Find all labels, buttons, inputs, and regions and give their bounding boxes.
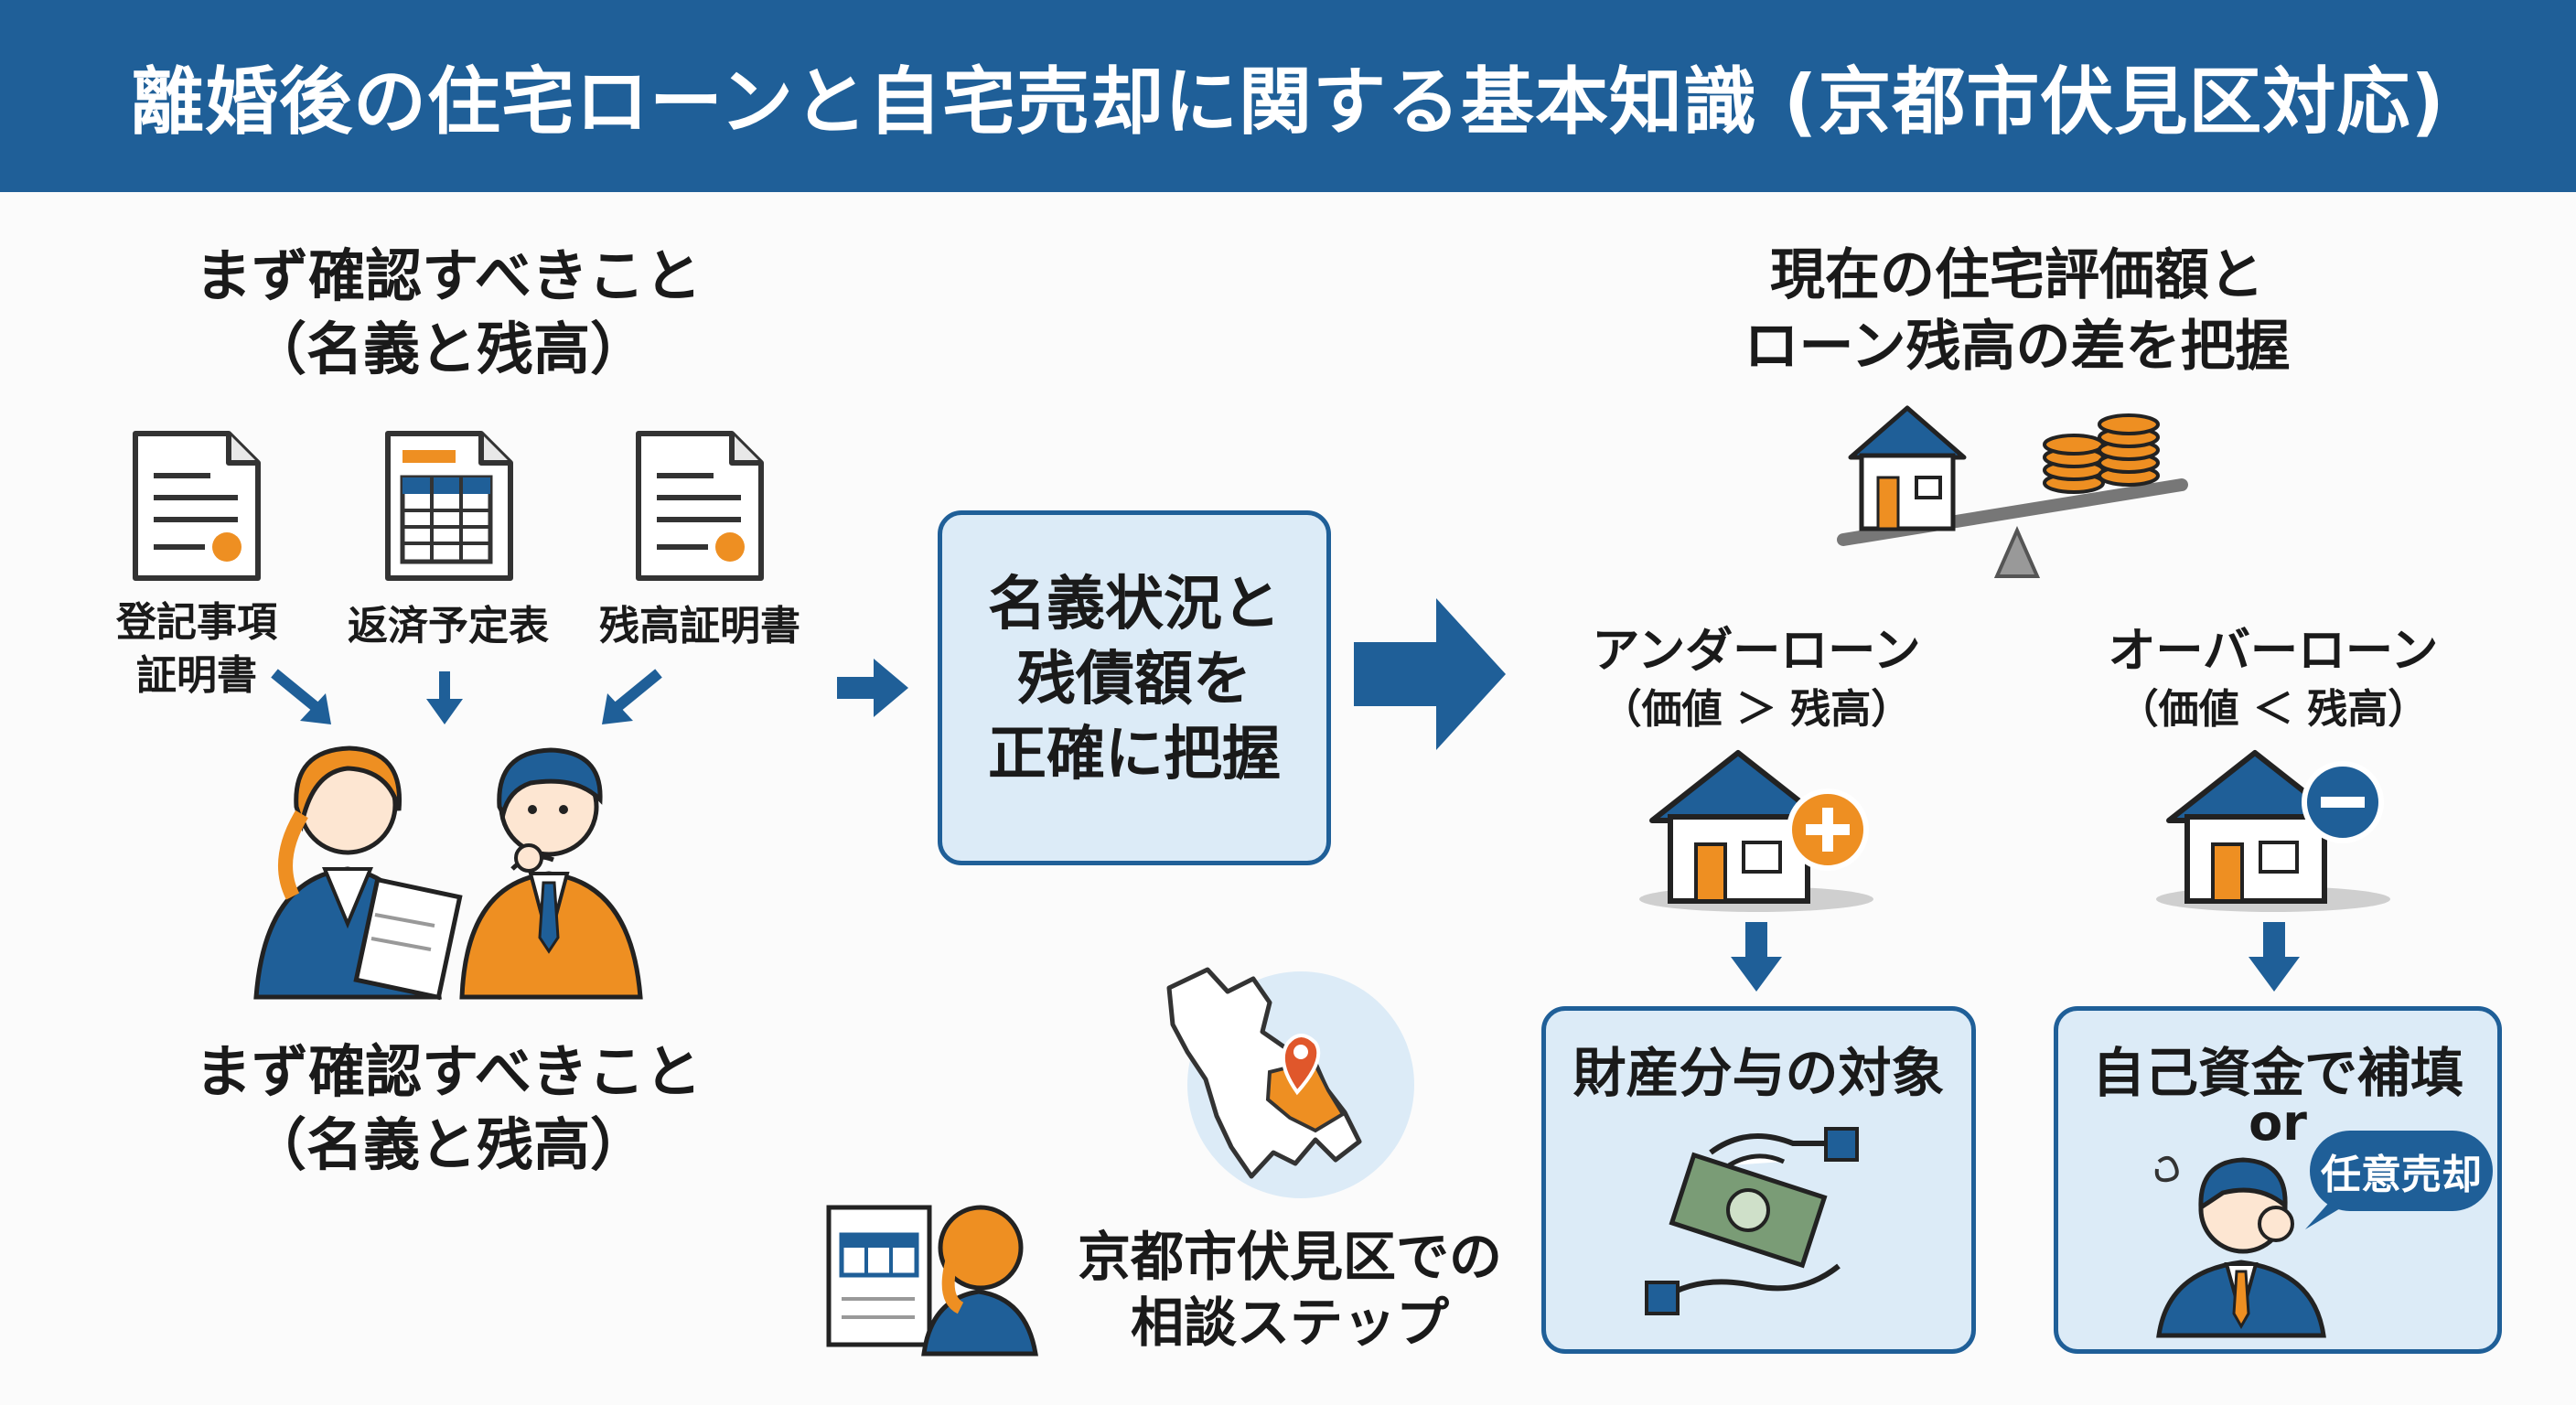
doc-label-schedule: 返済予定表 — [348, 603, 549, 649]
right-heading: 現在の住宅評価額と ローン残高の差を把握 — [1683, 240, 2351, 382]
under-arrow-down-icon — [1731, 922, 1782, 992]
header-bar — [0, 0, 2576, 192]
under-loan-title: アンダーローン — [1592, 624, 1921, 679]
arrow-down-left-icon — [602, 669, 662, 724]
arrow-right-small-icon — [837, 659, 908, 717]
arrow-down-icon — [426, 671, 463, 724]
consult-step-line2: 相談ステップ — [1130, 1292, 1449, 1354]
repayment-schedule-icon — [385, 431, 513, 581]
left-heading-bottom-line1: まず確認すべきこと — [195, 1038, 702, 1105]
under-loan-subtitle: （価値 ＞ 残高） — [1601, 686, 1912, 733]
money-handover-icon — [1645, 1127, 1859, 1315]
over-loan-subtitle: （価値 ＜ 残高） — [2118, 686, 2429, 733]
page-title: 離婚後の住宅ローンと自宅売却に関する基本知識 (京都市伏見区対応) — [131, 59, 2445, 145]
seesaw-house-coins-icon — [1837, 405, 2188, 578]
arrow-down-right-icon — [271, 669, 331, 724]
over-loan-result-line1: 自己資金で補填 — [2091, 1042, 2463, 1104]
doc-label-balance: 残高証明書 — [599, 603, 800, 649]
balance-certificate-icon — [636, 431, 764, 581]
doc-label-registry-line2: 証明書 — [136, 652, 257, 699]
grasp-status-line3: 正確に把握 — [988, 721, 1281, 788]
right-heading-line1: 現在の住宅評価額と — [1770, 243, 2264, 307]
right-heading-line2: ローン残高の差を把握 — [1744, 315, 2291, 379]
fushimi-map-icon — [1166, 967, 1414, 1198]
doc-label-registry: 登記事項 証明書 — [91, 596, 302, 702]
certificate-document-icon — [133, 431, 261, 581]
left-heading-top: まず確認すべきこと （名義と残高） — [183, 240, 714, 386]
under-loan-result: 財産分与の対象 — [1572, 1042, 1945, 1104]
house-minus-icon — [2156, 750, 2390, 912]
left-heading-bottom: まず確認すべきこと （名義と残高） — [183, 1035, 714, 1182]
over-arrow-down-icon — [2249, 922, 2300, 992]
left-heading-top-line2: （名義と残高） — [249, 316, 647, 382]
couple-reviewing-documents-illustration — [253, 745, 643, 1001]
grasp-status-line1: 名義状況と — [988, 571, 1281, 638]
doc-label-registry-line1: 登記事項 — [116, 599, 277, 646]
arrow-right-large-icon — [1354, 598, 1506, 750]
left-heading-top-line1: まず確認すべきこと — [195, 242, 702, 309]
over-loan-title: オーバーローン — [2108, 624, 2439, 679]
worried-man-icon — [2154, 1155, 2326, 1338]
over-loan-result-or: or — [2249, 1094, 2307, 1152]
grasp-status-text: 名義状況と 残債額を 正確に把握 — [942, 567, 1326, 792]
consult-step-line1: 京都市伏見区での — [1077, 1226, 1502, 1288]
consultation-woman-illustration — [826, 1205, 1038, 1357]
voluntary-sale-bubble: 任意売却 — [2310, 1131, 2493, 1211]
left-heading-bottom-line2: （名義と残高） — [249, 1111, 647, 1178]
grasp-status-line2: 残債額を — [1017, 646, 1251, 713]
consult-step-label: 京都市伏見区での 相談ステップ — [1061, 1224, 1519, 1356]
bubble-tail — [2305, 1198, 2342, 1229]
grasp-status-box — [938, 510, 1331, 865]
house-plus-icon — [1639, 750, 1873, 912]
